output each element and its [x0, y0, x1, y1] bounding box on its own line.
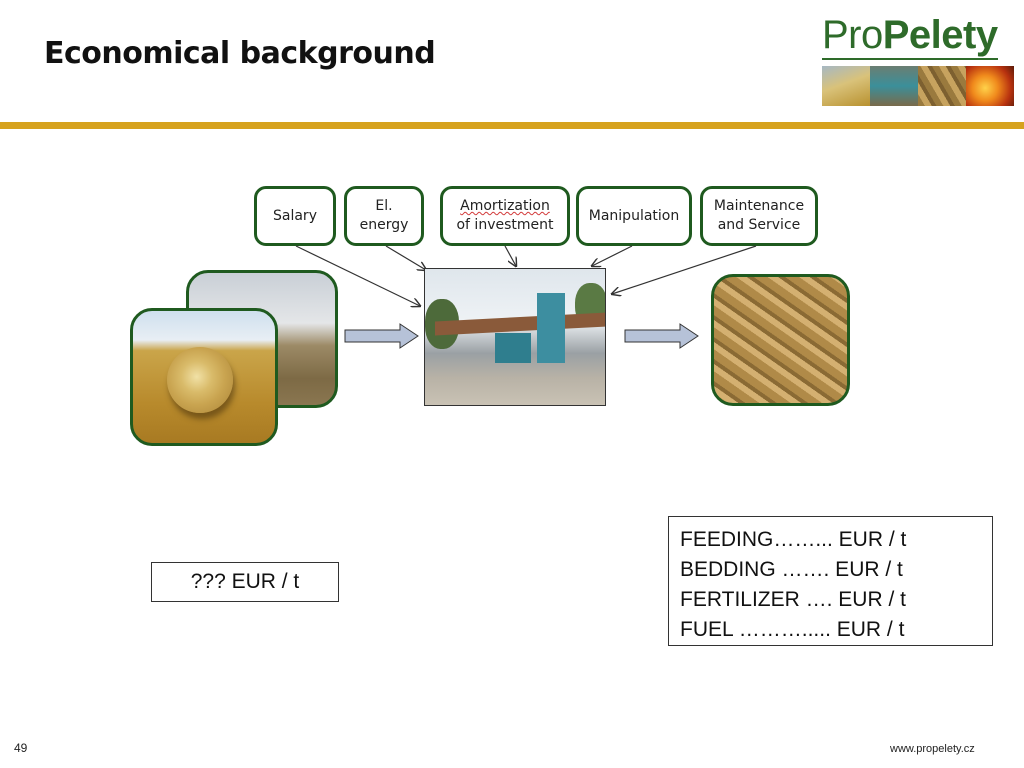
logo-pellets-image: [918, 66, 966, 106]
use-bedding: BEDDING ……. EUR / t: [680, 558, 903, 581]
straw-bale-photo: [130, 308, 278, 446]
wood-pellets-photo: [711, 274, 850, 406]
cost-box-manipulation: Manipulation: [576, 186, 692, 246]
page-title: Economical background: [44, 36, 436, 71]
connector-manipulation: [592, 245, 633, 266]
logo-image-strip: [822, 66, 1014, 106]
input-price-box: ??? EUR / t: [151, 562, 339, 602]
cost-box-el-energy: El.energy: [344, 186, 424, 246]
propelety-logo: ProPelety: [822, 14, 1014, 106]
website-url: www.propelety.cz: [890, 743, 975, 755]
connector-el-energy: [385, 245, 426, 270]
logo-machine-image: [870, 66, 918, 106]
flow-arrow-output: [624, 323, 699, 349]
logo-text: ProPelety: [822, 14, 998, 60]
page-number: 49: [14, 741, 28, 755]
header-rule: [0, 122, 1024, 129]
uses-price-box: FEEDING……... EUR / t BEDDING ……. EUR / t…: [668, 516, 993, 646]
logo-bale-image: [822, 66, 870, 106]
use-feeding: FEEDING……... EUR / t: [680, 528, 907, 551]
use-fertilizer: FERTILIZER …. EUR / t: [680, 588, 906, 611]
cost-box-salary: Salary: [254, 186, 336, 246]
straw-bale-shape: [167, 347, 233, 413]
pellet-plant-photo: [424, 268, 606, 406]
connector-amortization: [504, 245, 516, 266]
use-fuel: FUEL ………..... EUR / t: [680, 618, 905, 641]
logo-fire-image: [966, 66, 1014, 106]
plant-silo: [537, 293, 565, 363]
flow-arrow-input: [344, 323, 419, 349]
plant-machine: [495, 333, 531, 363]
